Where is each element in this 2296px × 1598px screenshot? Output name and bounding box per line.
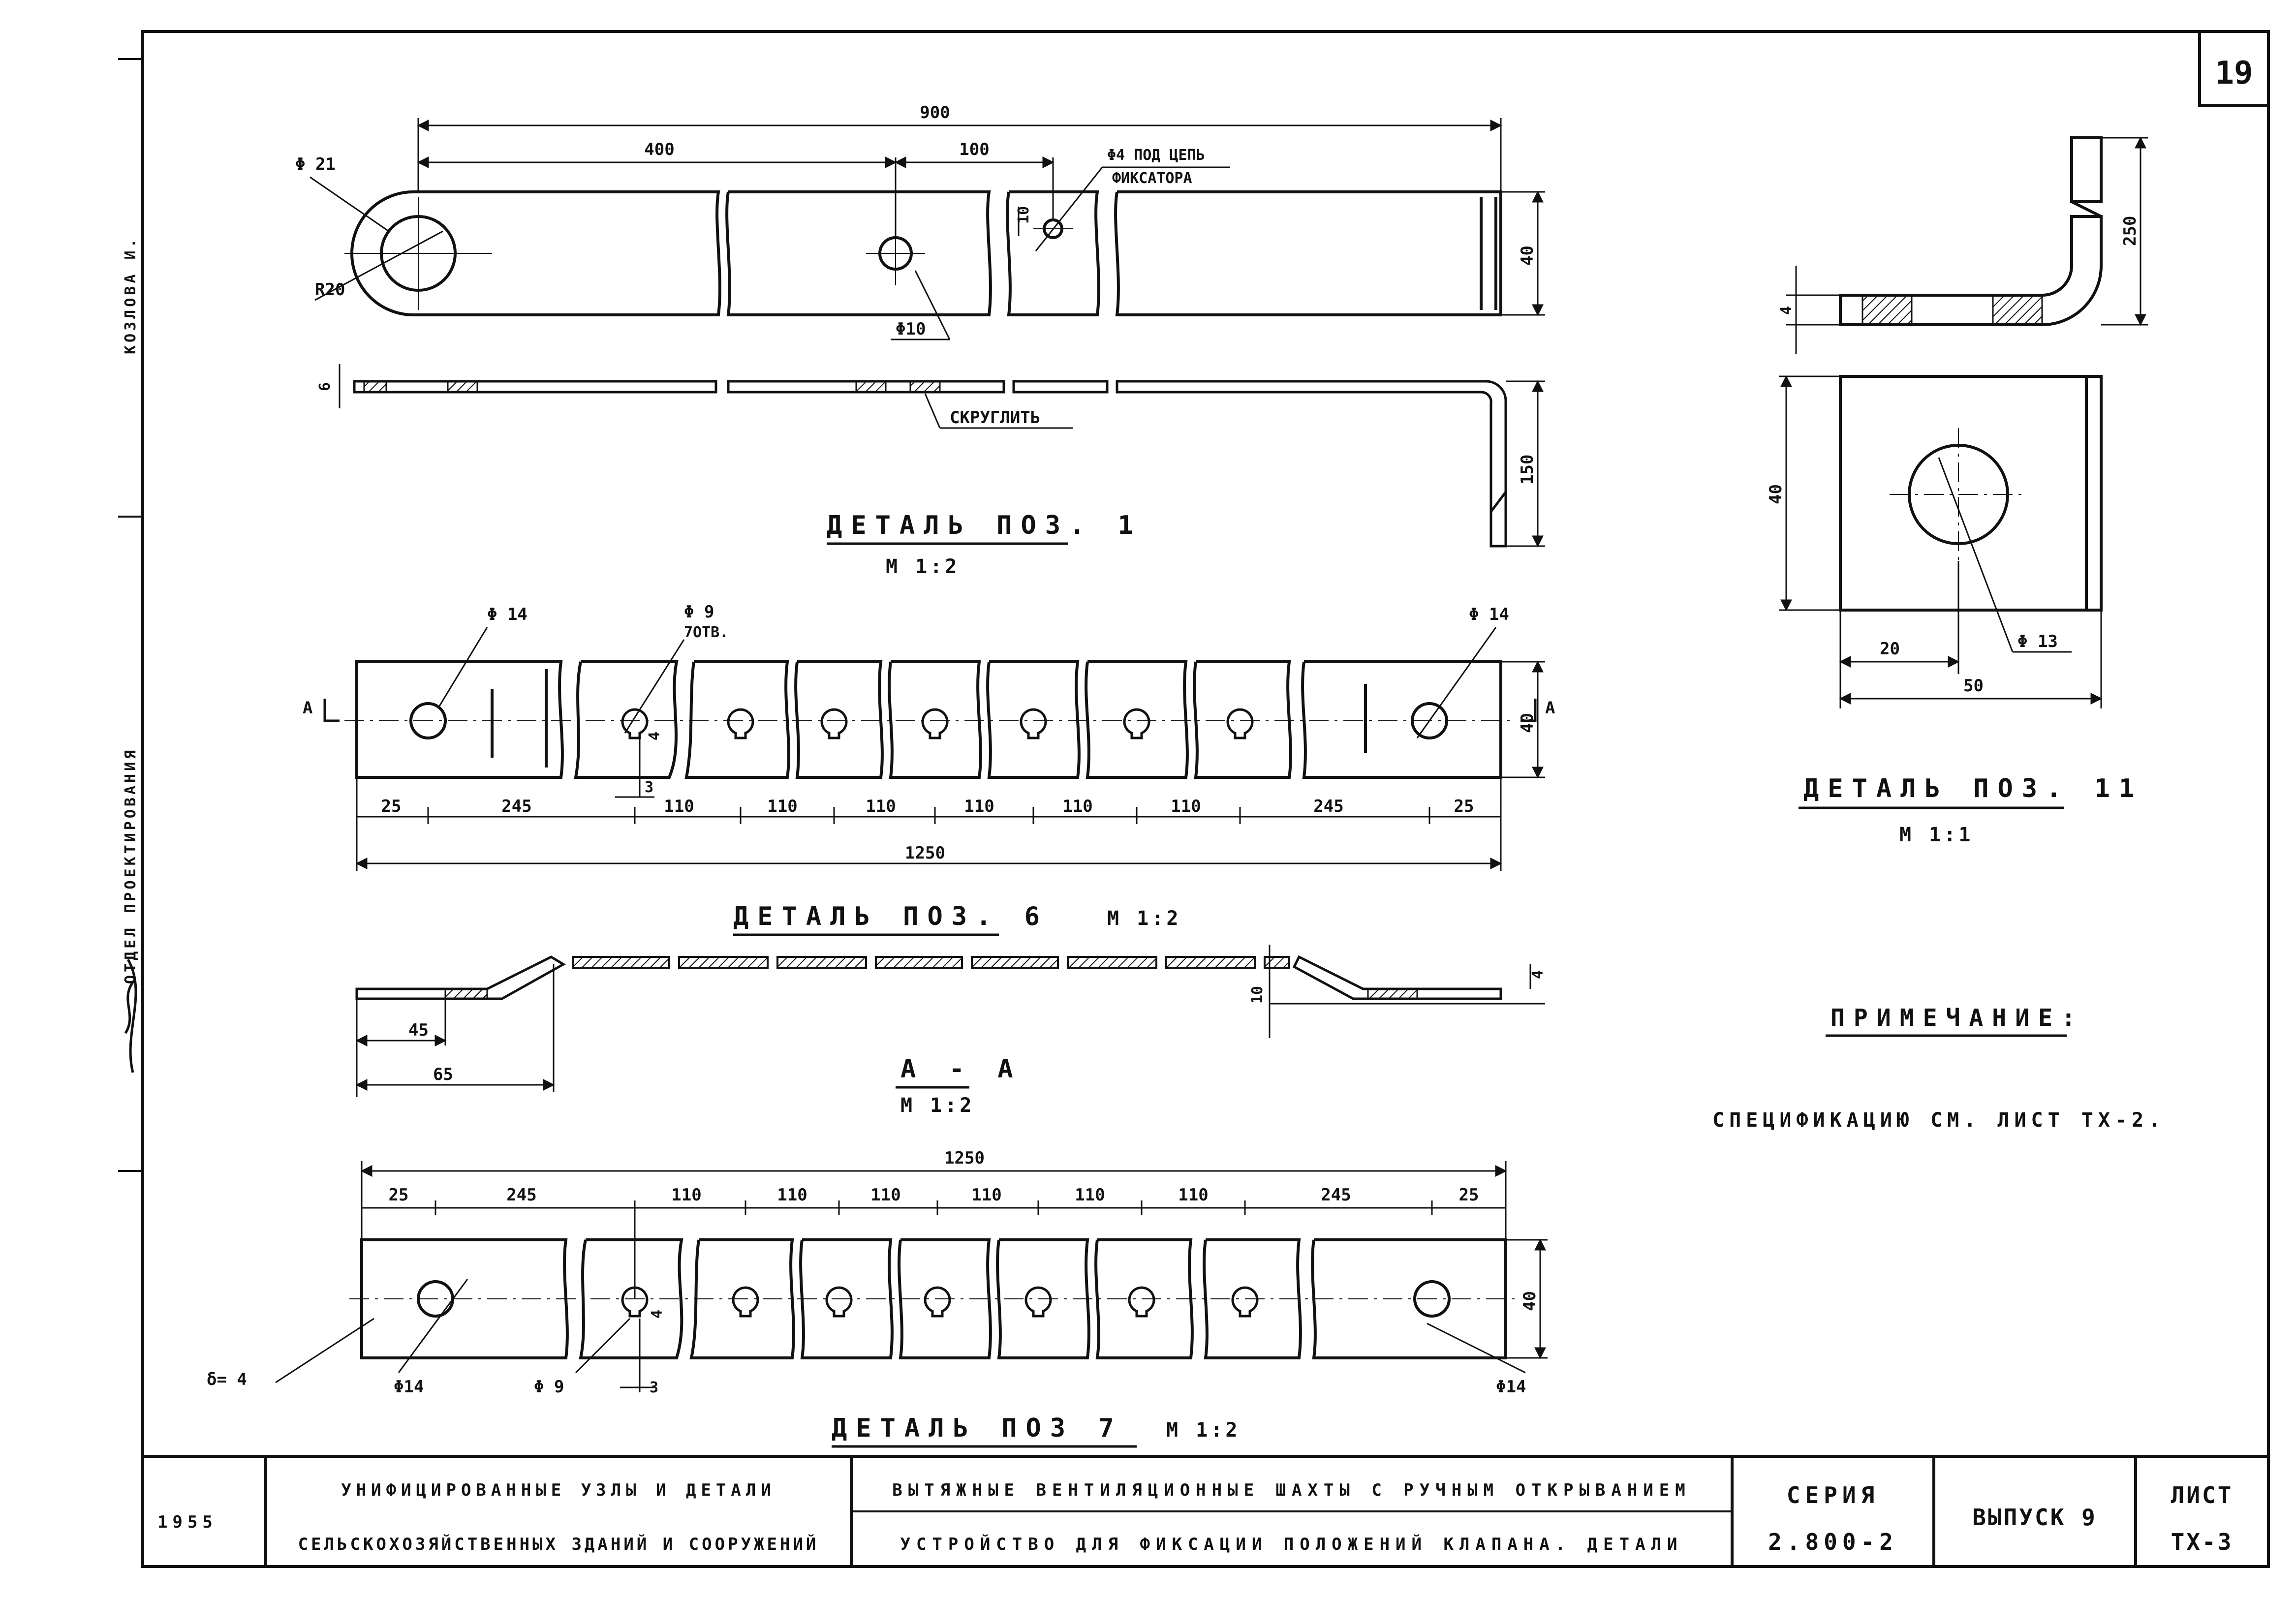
d1-dim-phi21: Φ 21 — [295, 154, 336, 174]
d7-seg-3: 110 — [777, 1185, 807, 1205]
detail-11-title: ДЕТАЛЬ ПОЗ. 11 — [1803, 774, 2143, 803]
stamp-issue: ВЫПУСК 9 — [1972, 1504, 2097, 1531]
d11-dim-20: 20 — [1880, 639, 1900, 659]
d1-dim-400: 400 — [644, 140, 674, 159]
d11-dim-phi13: Φ 13 — [2017, 632, 2058, 651]
detail-1: 900 400 100 Φ 21 R20 Φ10 Φ4 ПОД ЦЕПЬ ФИК… — [295, 103, 1545, 578]
d1-dim-100: 100 — [959, 140, 989, 159]
d1-dim-40: 40 — [1518, 246, 1537, 266]
d7-dim-4: 4 — [649, 1310, 666, 1319]
detail-1-title: ДЕТАЛЬ ПОЗ. 1 — [827, 511, 1142, 540]
d6-dim-phi9: Φ 9 — [684, 602, 714, 622]
d1-dim-6: 6 — [316, 382, 334, 391]
detail-6-title: ДЕТАЛЬ ПОЗ. 6 — [733, 902, 1049, 931]
d7-dim-phi14-left: Φ14 — [394, 1377, 424, 1397]
d6-section-mark-left: А — [303, 698, 312, 718]
d6-dim-40: 40 — [1518, 713, 1537, 733]
d1-dim-r20: R20 — [315, 280, 345, 300]
side-labels: КОЗЛОВА И. ОТДЕЛ ПРОЕКТИРОВАНИЯ — [122, 236, 139, 1073]
d1-round-label: СКРУГЛИТЬ — [950, 408, 1040, 428]
d6-dim-phi14-right: Φ 14 — [1469, 605, 1509, 624]
note-text: СПЕЦИФИКАЦИЮ СМ. ЛИСТ ТХ-2. — [1712, 1109, 2165, 1132]
d6-seg-7: 110 — [1171, 797, 1201, 816]
d6-seg-1: 245 — [501, 797, 531, 816]
stamp-series-value: 2.800-2 — [1768, 1529, 1898, 1555]
d6-sec-10: 10 — [1249, 986, 1266, 1004]
d1-dim-900: 900 — [920, 103, 950, 123]
d1-dim-phi4: Φ4 ПОД ЦЕПЬ — [1107, 147, 1205, 164]
d6-seg-9: 25 — [1454, 797, 1474, 816]
d6-seg-3: 110 — [767, 797, 797, 816]
d7-seg-2: 110 — [671, 1185, 701, 1205]
d1-dim-10: 10 — [1015, 206, 1032, 224]
signature-scribble — [124, 958, 137, 1073]
detail-6: А А Φ 14 Φ 9 7ОТВ. — [303, 602, 1555, 1117]
d6-seg-8: 245 — [1313, 797, 1343, 816]
d6-dim-3: 3 — [645, 779, 653, 796]
d11-dim-250: 250 — [2120, 216, 2140, 246]
d6-seg-6: 110 — [1062, 797, 1092, 816]
d6-seg-4: 110 — [866, 797, 896, 816]
d1-dim-phi10: Φ10 — [896, 319, 926, 339]
stamp-sheet-value: ТХ-3 — [2171, 1529, 2234, 1555]
d6-section-strips — [444, 956, 1418, 1000]
d6-dim-1250: 1250 — [905, 843, 945, 863]
stamp-left-line2: СЕЛЬСКОХОЗЯЙСТВЕННЫХ ЗДАНИЙ И СООРУЖЕНИЙ — [298, 1534, 819, 1554]
d7-thickness: δ= 4 — [207, 1370, 247, 1389]
d7-seg-6: 110 — [1075, 1185, 1105, 1205]
section-aa-scale: М 1:2 — [900, 1094, 974, 1117]
sheet-number: 19 — [2215, 55, 2253, 92]
detail-11-scale: М 1:1 — [1899, 824, 1973, 846]
d7-seg-5: 110 — [971, 1185, 1001, 1205]
detail-1-scale: М 1:2 — [886, 555, 960, 578]
d11-dim-50: 50 — [1963, 676, 1984, 696]
d7-keyholes — [621, 1286, 1259, 1318]
d7-dim-40: 40 — [1520, 1291, 1540, 1311]
detail-7: 1250 25 245 110 110 110 110 110 110 245 … — [207, 1148, 1548, 1448]
note-title: ПРИМЕЧАНИЕ: — [1831, 1004, 2084, 1032]
stamp-mid-line2: УСТРОЙСТВО ДЛЯ ФИКСАЦИИ ПОЛОЖЕНИЙ КЛАПАН… — [900, 1534, 1683, 1554]
stamp-left-code: 1955 — [157, 1512, 217, 1532]
detail-6-scale: М 1:2 — [1107, 907, 1181, 930]
stamp-sheet-label: ЛИСТ — [2171, 1482, 2234, 1508]
d6-sec-45: 45 — [408, 1020, 429, 1040]
d7-seg-4: 110 — [870, 1185, 900, 1205]
note-block: ПРИМЕЧАНИЕ: СПЕЦИФИКАЦИЮ СМ. ЛИСТ ТХ-2. — [1712, 1004, 2165, 1132]
d6-dim-phi14-left: Φ 14 — [487, 605, 527, 624]
d11-dim-40: 40 — [1766, 484, 1786, 504]
d6-sec-4: 4 — [1529, 970, 1547, 979]
detail-7-title: ДЕТАЛЬ ПОЗ 7 — [832, 1414, 1123, 1443]
section-aa-title: А - А — [900, 1054, 1022, 1084]
detail-11: 4 250 40 20 50 Φ 13 ДЕТАЛЬ ПОЗ. 11 — [1766, 136, 2148, 846]
d1-dim-150: 150 — [1518, 455, 1537, 485]
d6-keyholes — [621, 708, 1254, 739]
title-block — [264, 1456, 2137, 1567]
stamp-left-line1: УНИФИЦИРОВАННЫЕ УЗЛЫ И ДЕТАЛИ — [341, 1480, 776, 1500]
side-name-label: КОЗЛОВА И. — [122, 236, 139, 354]
d6-seg-0: 25 — [381, 797, 402, 816]
d7-dim-1250: 1250 — [944, 1148, 985, 1168]
d6-seg-5: 110 — [964, 797, 994, 816]
detail-7-scale: М 1:2 — [1166, 1419, 1240, 1442]
d7-seg-0: 25 — [389, 1185, 409, 1205]
side-org-label: ОТДЕЛ ПРОЕКТИРОВАНИЯ — [122, 747, 139, 984]
stamp-mid-line1: ВЫТЯЖНЫЕ ВЕНТИЛЯЦИОННЫЕ ШАХТЫ С РУЧНЫМ О… — [892, 1480, 1691, 1500]
d6-seg-2: 110 — [664, 797, 694, 816]
stamp-series-label: СЕРИЯ — [1787, 1482, 1879, 1508]
d7-dim-phi14-right: Φ14 — [1496, 1377, 1526, 1397]
d6-dim-4: 4 — [646, 732, 663, 740]
d7-seg-9: 25 — [1459, 1185, 1479, 1205]
d6-dim-holes: 7ОТВ. — [684, 624, 728, 641]
d6-sec-65: 65 — [433, 1065, 453, 1084]
d1-dim-phi4b: ФИКСАТОРА — [1112, 170, 1192, 187]
sheet-frame — [118, 30, 2270, 1568]
d7-dim-phi9: Φ 9 — [534, 1377, 564, 1397]
d7-seg-7: 110 — [1178, 1185, 1208, 1205]
d7-seg-8: 245 — [1321, 1185, 1351, 1205]
d11-dim-4: 4 — [1778, 306, 1795, 315]
d7-dim-3: 3 — [650, 1379, 658, 1396]
d6-section-mark-right: А — [1545, 698, 1555, 718]
d7-seg-1: 245 — [506, 1185, 536, 1205]
